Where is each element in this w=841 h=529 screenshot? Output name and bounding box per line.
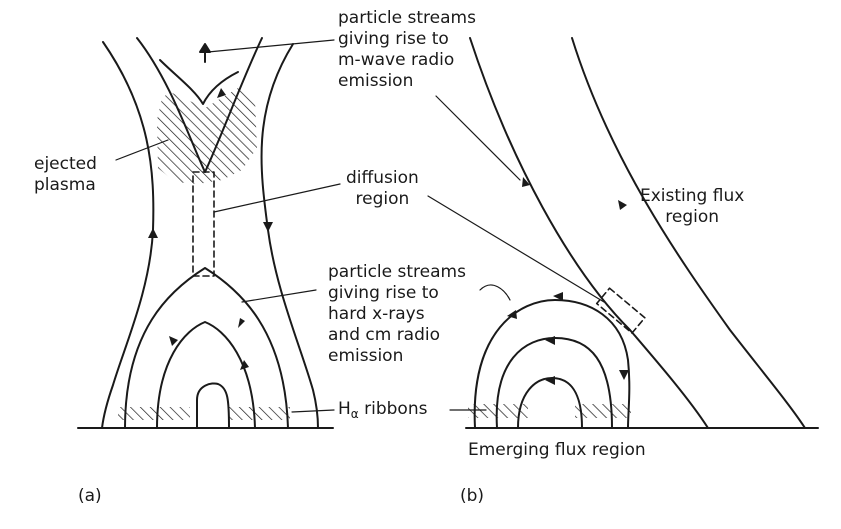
bottom-streams-line-2: giving rise to [328, 283, 439, 303]
bottom-streams-line-1: particle streams [328, 262, 466, 282]
arrow-b-5 [545, 336, 555, 345]
arrow-b-4 [507, 310, 517, 319]
diffusion-region-box-a [192, 171, 215, 277]
emerging-loop-outer [473, 299, 631, 429]
emerging-loop-inner [517, 377, 583, 429]
leader-diffusion-a [213, 183, 341, 213]
arrow-b-1 [522, 177, 530, 187]
loop-outer-a [124, 267, 289, 429]
loop-inner-a [196, 382, 230, 429]
existing-line-1: Existing flux [640, 186, 745, 206]
top-streams-line-2: giving rise to [338, 29, 449, 49]
ha-ribbon-left-b [468, 404, 528, 418]
diffusion-line-1: diffusion [346, 168, 419, 188]
top-streams-line-4: emission [338, 71, 414, 91]
arrow-b-3 [553, 292, 563, 301]
arrow-b-2 [618, 200, 627, 210]
existing-flux-line-2 [571, 37, 806, 429]
ejected-plasma-line-2: plasma [34, 175, 96, 195]
diffusion-line-2: region [355, 189, 410, 209]
leader-bottom-streams-b [479, 284, 511, 301]
arrow-a-5 [240, 360, 249, 370]
arrow-a-6 [217, 88, 226, 98]
bottom-streams-line-4: and cm radio [328, 325, 441, 345]
ejected-plasma-hatch [157, 88, 257, 184]
arrow-a-4 [238, 318, 245, 328]
ribbons-alpha: α [350, 407, 359, 421]
arrow-a-3 [169, 336, 178, 346]
diffusion-region-box-b [595, 287, 646, 334]
ribbons-text: ribbons [358, 399, 428, 419]
ribbons-h: H [338, 399, 351, 419]
top-streams-line-1: particle streams [338, 8, 476, 28]
existing-flux-line-1 [469, 37, 709, 429]
label-emerging-flux: Emerging flux region [468, 440, 646, 460]
upward-arrow-head [199, 43, 211, 53]
outer-field-line-right [260, 43, 319, 429]
upper-field-line-left [136, 37, 206, 173]
loop-middle-a [156, 321, 256, 429]
label-diffusion-region: diffusion region [346, 168, 419, 210]
arrow-a-2 [263, 222, 273, 232]
leader-diffusion-b [427, 195, 605, 303]
leader-top-streams-b [435, 95, 521, 181]
label-ejected-plasma: ejected plasma [34, 154, 97, 196]
arrow-b-7 [619, 370, 629, 380]
leader-ribbons [291, 409, 335, 413]
label-ha-ribbons: Hα ribbons [338, 399, 427, 425]
arrow-a-1 [148, 228, 158, 238]
label-existing-flux: Existing flux region [640, 186, 744, 228]
bottom-streams-line-5: emission [328, 346, 404, 366]
leader-top-streams [207, 39, 335, 53]
ejected-plasma-line-1: ejected [34, 154, 97, 174]
panel-label-b: (b) [460, 486, 485, 506]
top-streams-line-3: m-wave radio [338, 50, 455, 70]
arrow-b-6 [545, 376, 555, 385]
ha-ribbon-left-a [118, 407, 190, 420]
label-bottom-particle-streams: particle streams giving rise to hard x-r… [328, 262, 466, 367]
label-top-particle-streams: particle streams giving rise to m-wave r… [338, 8, 476, 92]
upper-v-line [159, 59, 239, 105]
leader-ejected [115, 139, 169, 161]
bottom-streams-line-3: hard x-rays [328, 304, 425, 324]
ha-ribbon-right-b [575, 404, 631, 418]
ha-ribbon-right-a [228, 407, 290, 420]
leader-bottom-streams [241, 289, 317, 303]
upper-field-line-right [204, 37, 263, 173]
panel-label-a: (a) [78, 486, 102, 506]
existing-line-2: region [665, 207, 720, 227]
outer-field-line-left [101, 41, 155, 429]
